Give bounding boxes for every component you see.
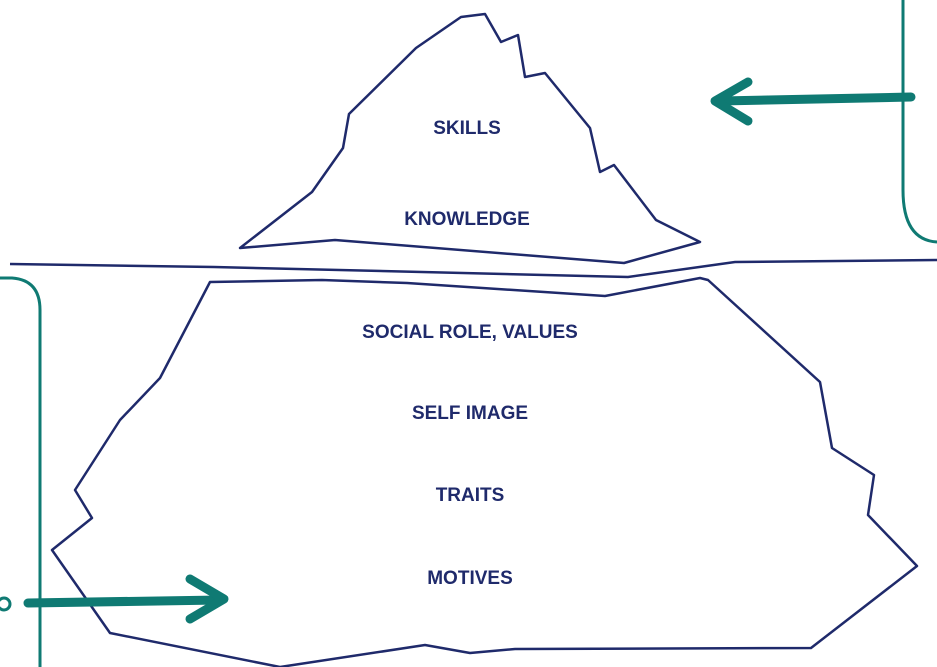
label-knowledge: KNOWLEDGE [404,209,530,230]
iceberg-submerged [50,276,919,667]
label-traits: TRAITS [436,485,505,506]
bottom-callout-box [0,276,42,667]
top-callout-box [901,0,937,244]
iceberg-tip [238,12,702,265]
waterline [9,258,937,279]
label-skills: SKILLS [433,118,501,139]
bottom-callout-dot [0,596,12,612]
label-social-role-values: SOCIAL ROLE, VALUES [362,322,578,343]
label-motives: MOTIVES [427,568,513,589]
label-self-image: SELF IMAGE [412,403,528,424]
arrow-left-icon [710,77,916,126]
arrow-right-icon [23,574,229,624]
